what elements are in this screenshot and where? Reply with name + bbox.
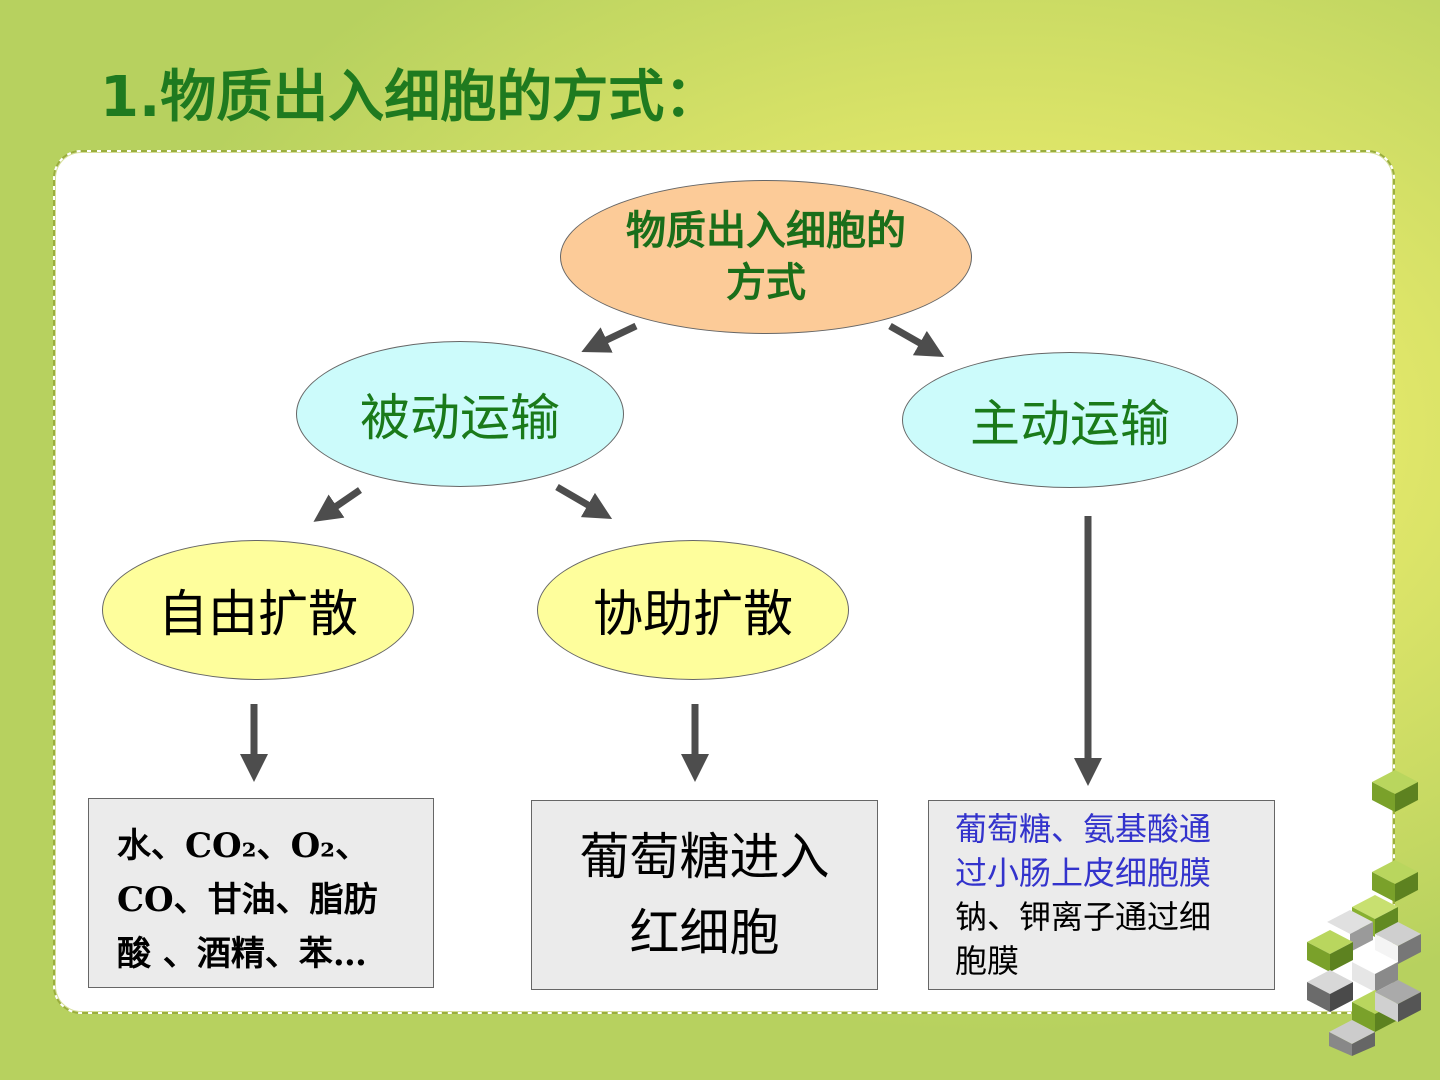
node-active-label: 主动运输: [970, 395, 1170, 453]
box-active-examples: 葡萄糖、氨基酸通 过小肠上皮细胞膜 钠、钾离子通过细 胞膜: [928, 800, 1275, 990]
arrow-passive-to-free: [313, 487, 362, 522]
node-free-diffusion: 自由扩散: [102, 540, 414, 680]
arrow-root-to-passive: [581, 322, 638, 353]
active-example-blue-1: 葡萄糖、氨基酸通: [955, 810, 1212, 848]
free-example-line-3: 酸 、酒精、苯…: [117, 934, 367, 974]
node-facilitated-label: 协助扩散: [593, 585, 793, 643]
node-passive-label: 被动运输: [360, 389, 560, 447]
node-free-label: 自由扩散: [158, 585, 358, 643]
node-active-transport: 主动运输: [902, 352, 1238, 488]
node-root-label: 物质出入细胞的方式: [626, 208, 906, 306]
node-root: 物质出入细胞的方式: [560, 180, 972, 334]
free-example-line-1: 水、CO₂、O₂、: [117, 826, 370, 866]
page-title: 1.物质出入细胞的方式：: [100, 65, 721, 130]
facilitated-example-text: 葡萄糖进入红细胞: [579, 828, 830, 962]
decorative-cubes-icon: [1307, 770, 1421, 1056]
box-facilitated-example: 葡萄糖进入红细胞: [531, 800, 878, 990]
active-example-blue-2: 过小肠上皮细胞膜: [955, 854, 1212, 892]
node-passive-transport: 被动运输: [296, 341, 624, 487]
free-example-line-2: CO、甘油、脂肪: [117, 880, 378, 920]
node-facilitated-diffusion: 协助扩散: [537, 540, 849, 680]
active-example-black-2: 胞膜: [955, 942, 1020, 980]
arrow-passive-to-facilitated: [555, 483, 613, 520]
active-example-black-1: 钠、钾离子通过细: [955, 898, 1212, 936]
arrow-root-to-active: [888, 322, 945, 357]
box-free-examples: 水、CO₂、O₂、 CO、甘油、脂肪 酸 、酒精、苯…: [88, 798, 434, 988]
